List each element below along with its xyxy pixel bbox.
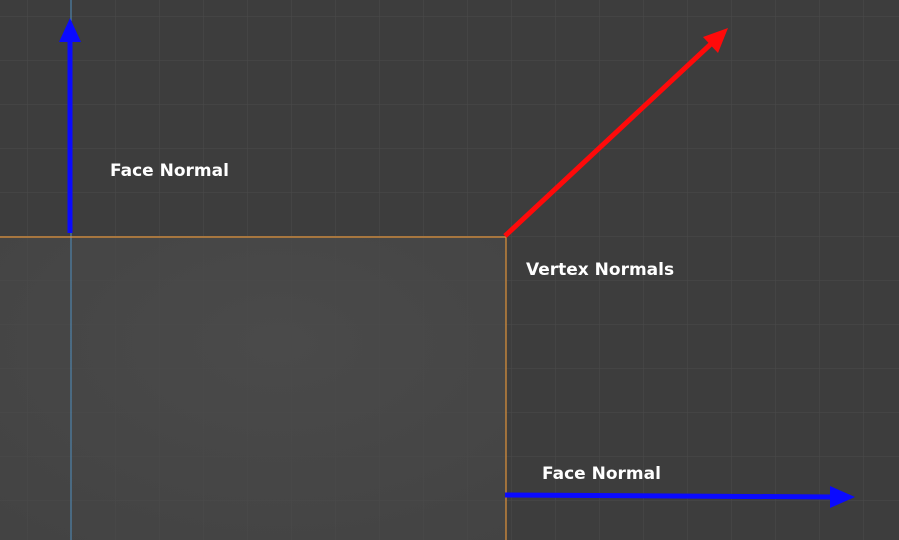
face-normal-label-bottom: Face Normal (542, 464, 661, 484)
face-normal-arrow-up (59, 18, 81, 233)
vertex-normal-arrow (503, 28, 728, 238)
face-normal-label-top: Face Normal (110, 161, 229, 181)
vertex-normals-label: Vertex Normals (526, 260, 675, 280)
face-normal-arrow-right (504, 486, 855, 508)
